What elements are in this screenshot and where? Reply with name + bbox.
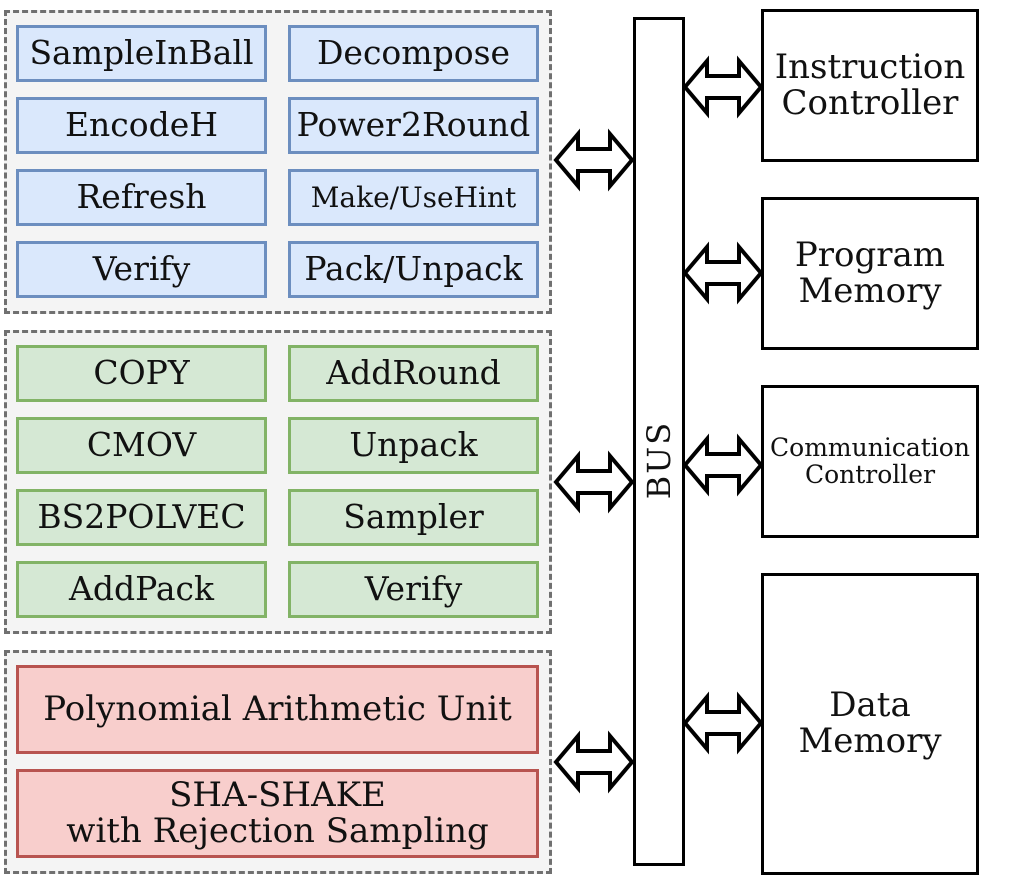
arrow-instr-to-bus-icon — [553, 450, 635, 514]
decompose-block: Decompose — [288, 25, 539, 82]
sample-in-ball-block: SampleInBall — [16, 25, 267, 82]
unpack-block: Unpack — [288, 417, 539, 474]
system-bus: BUS — [633, 17, 685, 866]
arrow-core-to-bus-icon — [553, 730, 635, 794]
addround-block: AddRound — [288, 345, 539, 402]
sampler-block: Sampler — [288, 489, 539, 546]
verify-block-green: Verify — [288, 561, 539, 618]
polynomial-unit-label: Polynomial Arithmetic Unit — [43, 688, 512, 729]
program-memory-label: Program Memory — [794, 234, 946, 311]
cmov-block: CMOV — [16, 417, 267, 474]
arrow-crypto-to-bus-icon — [553, 128, 635, 192]
sha-shake-label: SHA-SHAKE with Rejection Sampling — [66, 774, 489, 851]
communication-controller-block: Communication Controller — [761, 385, 979, 538]
communication-controller-label: Communication Controller — [770, 433, 970, 489]
bs2polvec-block: BS2POLVEC — [16, 489, 267, 546]
addpack-block: AddPack — [16, 561, 267, 618]
arrow-bus-to-communication-controller-icon — [682, 433, 764, 497]
polynomial-arithmetic-unit: Polynomial Arithmetic Unit — [16, 665, 539, 754]
data-memory-block: Data Memory — [761, 573, 979, 875]
arrow-bus-to-instruction-controller-icon — [682, 55, 764, 119]
bus-label: BUS — [640, 420, 678, 500]
arrow-bus-to-program-memory-icon — [682, 241, 764, 305]
make-use-hint-block: Make/UseHint — [288, 169, 539, 226]
data-memory-label: Data Memory — [798, 685, 942, 761]
program-memory-block: Program Memory — [761, 197, 979, 350]
verify-block-blue: Verify — [16, 241, 267, 298]
encodeh-block: EncodeH — [16, 97, 267, 154]
copy-block: COPY — [16, 345, 267, 402]
instruction-controller-block: Instruction Controller — [761, 9, 979, 162]
instruction-controller-label: Instruction Controller — [774, 46, 966, 123]
refresh-block: Refresh — [16, 169, 267, 226]
pack-unpack-block: Pack/Unpack — [288, 241, 539, 298]
sha-shake-unit: SHA-SHAKE with Rejection Sampling — [16, 769, 539, 858]
power2round-block: Power2Round — [288, 97, 539, 154]
arrow-bus-to-data-memory-icon — [682, 691, 764, 755]
